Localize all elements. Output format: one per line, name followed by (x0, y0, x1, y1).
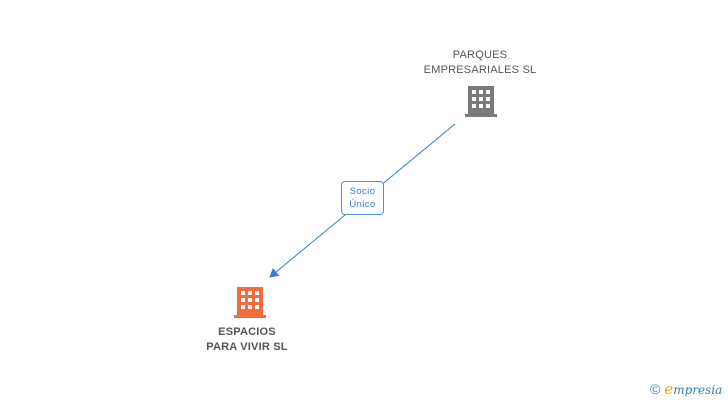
brand-logo: empresia (664, 380, 722, 398)
brand-logo-rest: mpresia (673, 383, 723, 397)
child-company-label[interactable]: ESPACIOS PARA VIVIR SL (167, 325, 327, 355)
parent-building-icon[interactable] (465, 86, 497, 117)
parent-company-name-line1: PARQUES (452, 49, 508, 61)
relation-label-line2: Único (349, 199, 376, 210)
child-building-icon[interactable] (234, 287, 266, 318)
parent-company-label[interactable]: PARQUES EMPRESARIALES SL (400, 48, 560, 78)
parent-company-name-line2: EMPRESARIALES SL (423, 64, 537, 76)
copyright-icon: © (650, 381, 661, 397)
relation-label-line1: Socio (349, 186, 376, 197)
brand-logo-initial: e (664, 380, 674, 398)
child-company-name-line2: PARA VIVIR SL (206, 341, 288, 353)
child-company-name-line1: ESPACIOS (218, 326, 276, 338)
relation-badge: Socio Único (341, 181, 384, 215)
empresia-watermark: © empresia (650, 380, 722, 398)
